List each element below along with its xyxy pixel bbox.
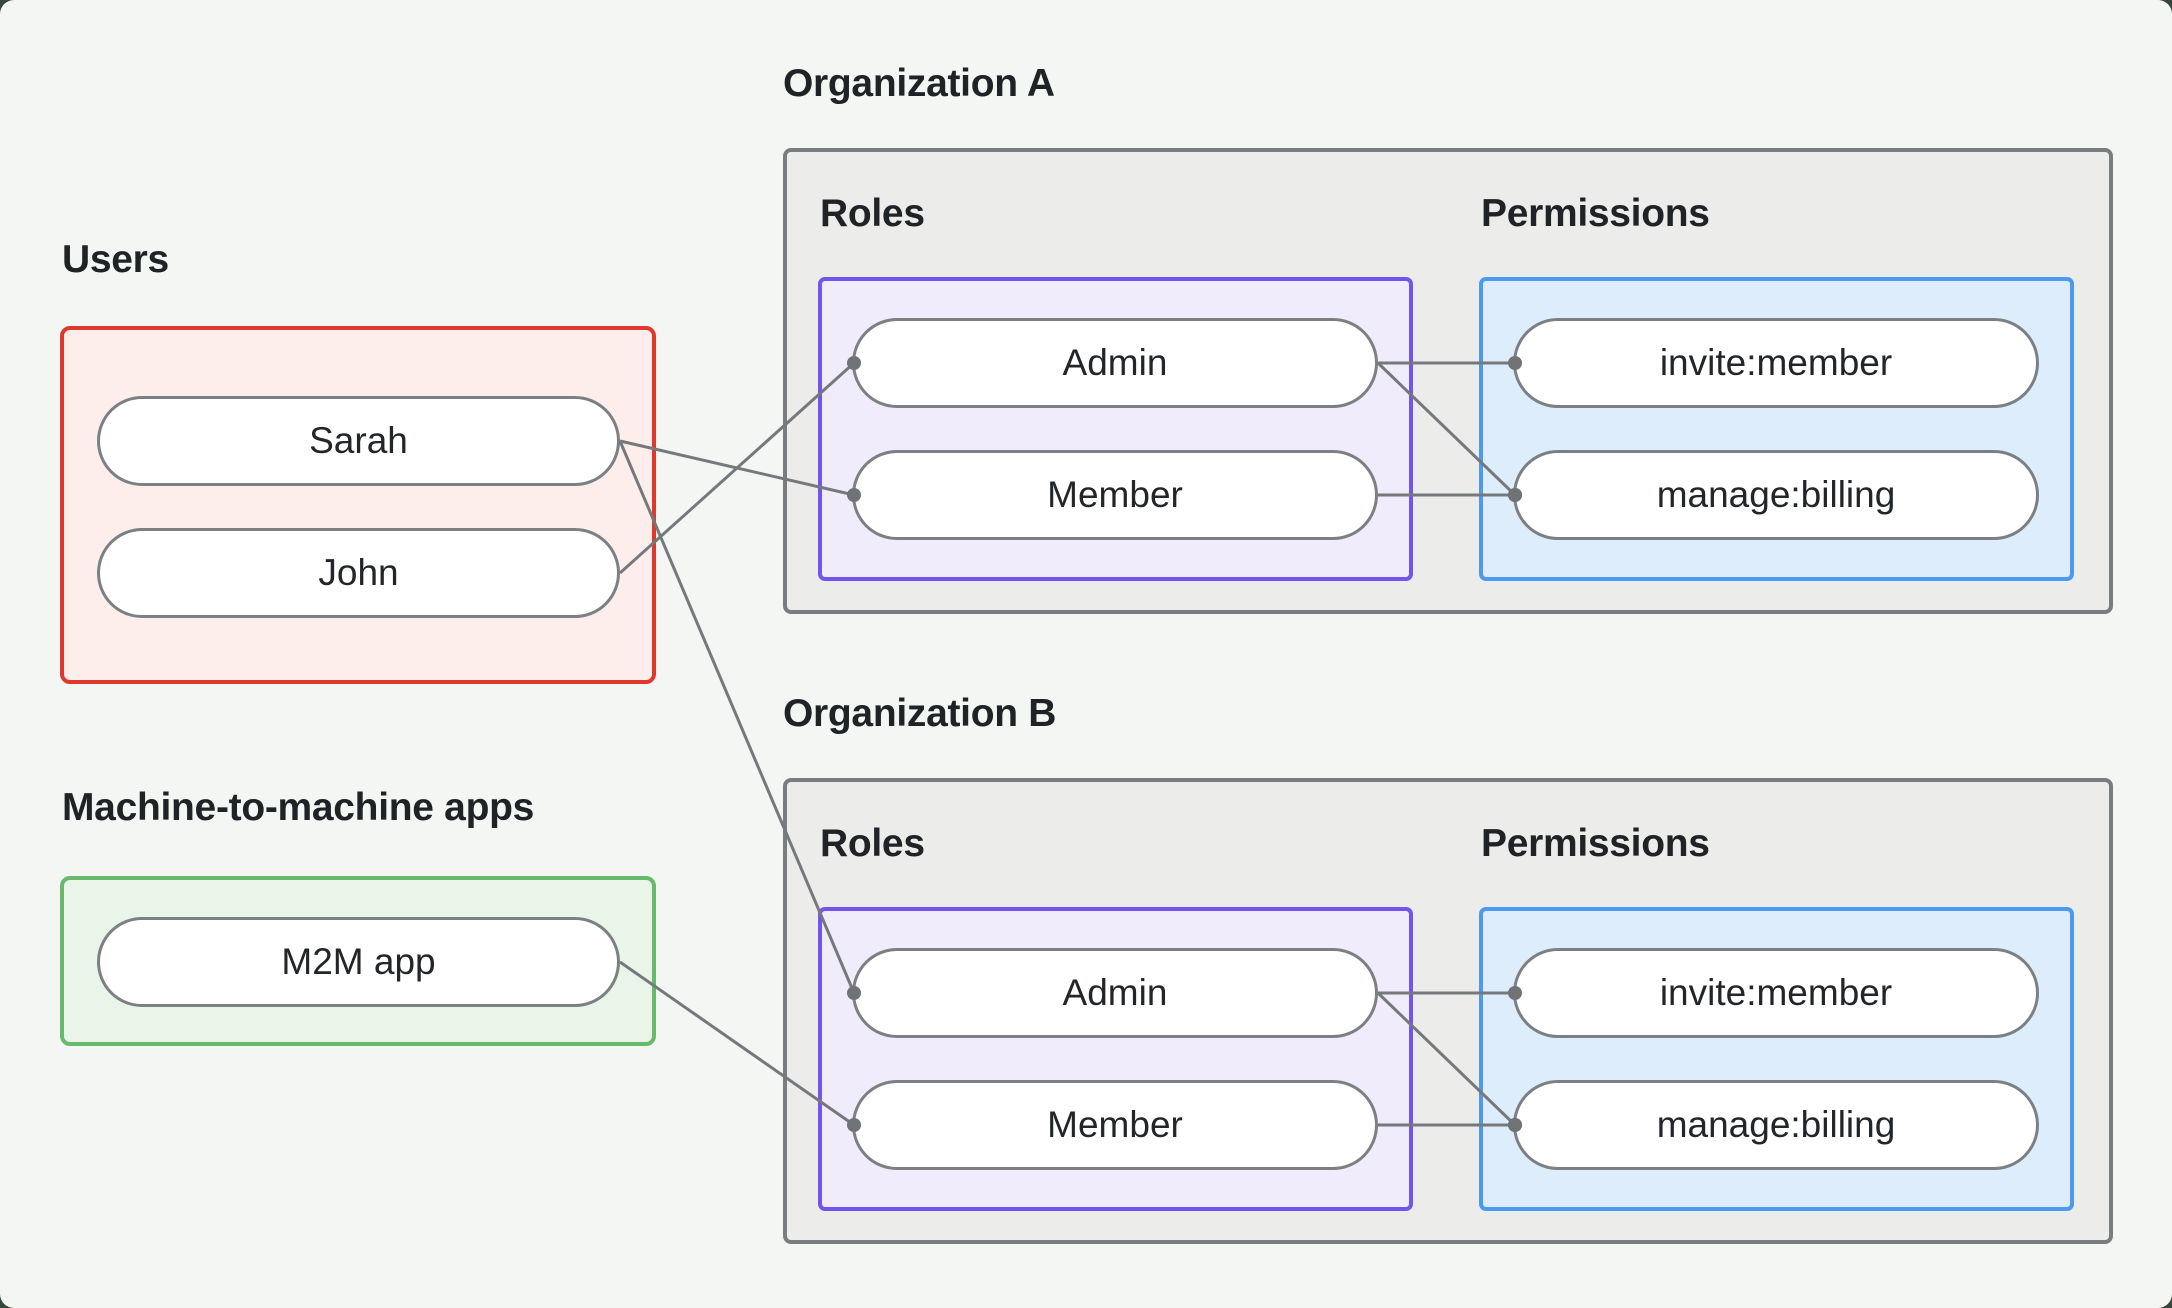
users-group-box bbox=[60, 326, 656, 684]
orgA-permission-invite-member: invite:member bbox=[1513, 318, 2039, 408]
role-node-label: Member bbox=[1047, 474, 1183, 515]
orgB-permission-manage-billing: manage:billing bbox=[1513, 1080, 2039, 1170]
orgA-role-member: Member bbox=[852, 450, 1378, 540]
orgB-role-member: Member bbox=[852, 1080, 1378, 1170]
user-node-sarah: Sarah bbox=[97, 396, 620, 486]
role-node-label: Admin bbox=[1062, 972, 1168, 1013]
users-section-label: Users bbox=[62, 238, 169, 281]
m2m-section-label: Machine-to-machine apps bbox=[62, 786, 535, 829]
orgA-title: Organization A bbox=[783, 62, 1055, 105]
user-node-label: John bbox=[318, 552, 399, 593]
orgA-role-admin: Admin bbox=[852, 318, 1378, 408]
m2m-node-app: M2M app bbox=[97, 917, 620, 1007]
permission-node-label: invite:member bbox=[1659, 342, 1893, 383]
permission-node-label: manage:billing bbox=[1656, 474, 1896, 515]
orgB-title: Organization B bbox=[783, 692, 1057, 735]
role-node-label: Member bbox=[1047, 1104, 1183, 1145]
orgB-permissions-label: Permissions bbox=[1481, 822, 1710, 865]
role-node-label: Admin bbox=[1062, 342, 1168, 383]
orgA-permissions-label: Permissions bbox=[1481, 192, 1710, 235]
orgB-roles-label: Roles bbox=[820, 822, 925, 865]
permission-node-label: invite:member bbox=[1659, 972, 1893, 1013]
orgB-role-admin: Admin bbox=[852, 948, 1378, 1038]
user-node-label: Sarah bbox=[309, 420, 408, 461]
orgB-permission-invite-member: invite:member bbox=[1513, 948, 2039, 1038]
m2m-node-label: M2M app bbox=[281, 941, 436, 982]
orgA-roles-label: Roles bbox=[820, 192, 925, 235]
user-node-john: John bbox=[97, 528, 620, 618]
orgA-permission-manage-billing: manage:billing bbox=[1513, 450, 2039, 540]
permission-node-label: manage:billing bbox=[1656, 1104, 1896, 1145]
